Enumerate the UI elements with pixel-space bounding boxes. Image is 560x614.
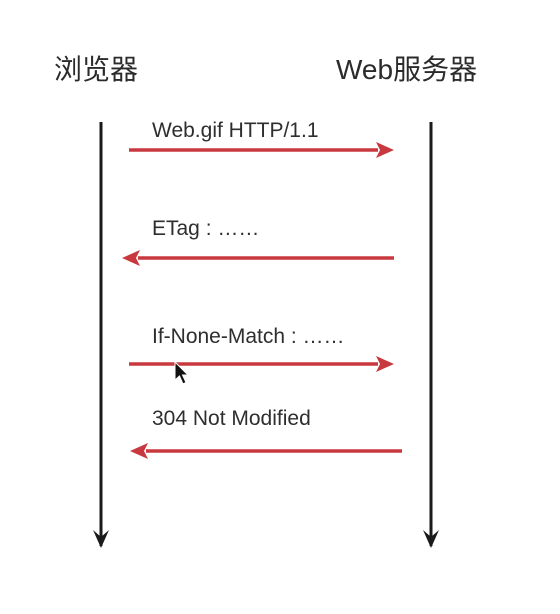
if-none-match-message-label: If-None-Match : …… [152, 325, 345, 348]
not-modified-message-label: 304 Not Modified [152, 407, 311, 430]
mouse-pointer-icon [174, 360, 190, 385]
request-message-label: Web.gif HTTP/1.1 [152, 119, 319, 142]
browser-actor-label: 浏览器 [54, 54, 139, 85]
browser-lifeline-arrowhead [93, 530, 109, 548]
not-modified-arrow [130, 443, 402, 459]
etag-message-label: ETag : …… [152, 217, 260, 240]
request-arrow [129, 142, 394, 158]
etag-response-arrow [122, 250, 394, 266]
if-none-match-arrow [129, 356, 394, 372]
server-actor-label: Web服务器 [336, 54, 478, 85]
server-lifeline-arrowhead [423, 530, 439, 548]
